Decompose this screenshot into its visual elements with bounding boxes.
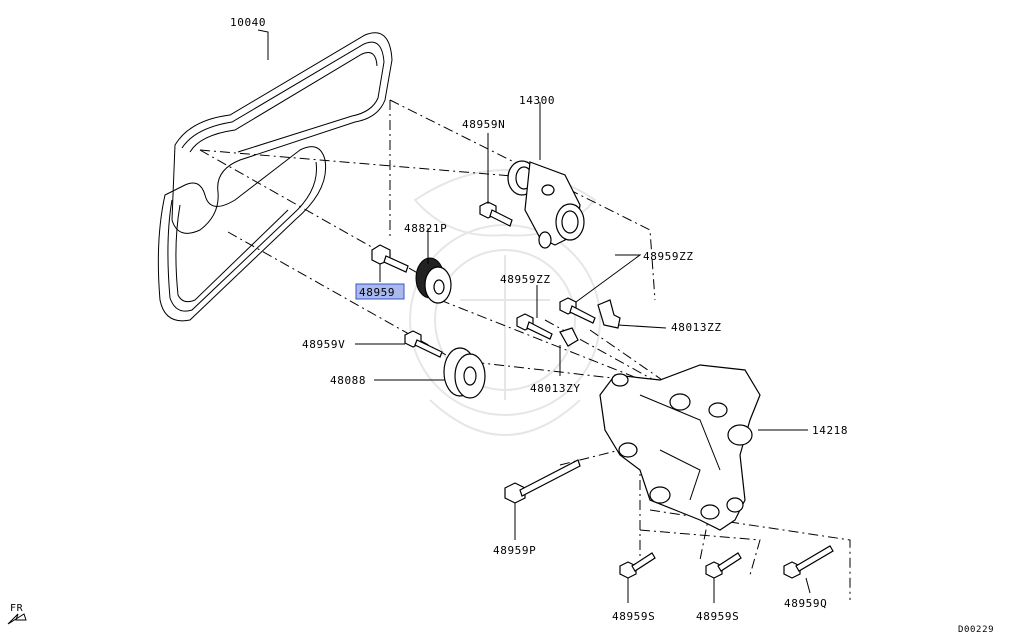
accessory-bracket bbox=[599, 364, 761, 531]
idler-bolt bbox=[371, 244, 409, 273]
label-idler-bolt-highlight[interactable]: 48959 bbox=[359, 286, 395, 299]
bolt-s-right bbox=[705, 552, 742, 579]
label-grooved-idler[interactable]: 48821P bbox=[404, 222, 447, 235]
label-bolt-q[interactable]: 48959Q bbox=[784, 597, 827, 610]
label-tensioner[interactable]: 14300 bbox=[519, 94, 555, 107]
bracket-clip-zz bbox=[597, 299, 621, 329]
serpentine-belt bbox=[157, 32, 393, 322]
smooth-idler-pulley bbox=[443, 347, 486, 399]
leader-lines bbox=[257, 29, 811, 603]
bolt-zz-lower bbox=[516, 313, 553, 340]
tensioner-bolt bbox=[479, 201, 513, 227]
label-bolt-zz-lower[interactable]: 48959ZZ bbox=[500, 273, 551, 286]
label-tensioner-bolt[interactable]: 48959N bbox=[462, 118, 505, 131]
label-bolt-zz-upper[interactable]: 48959ZZ bbox=[643, 250, 694, 263]
front-arrow-icon bbox=[7, 613, 27, 625]
bolt-zz-upper bbox=[559, 297, 596, 324]
label-main-bracket[interactable]: 14218 bbox=[812, 424, 848, 437]
bolt-s-left bbox=[619, 552, 656, 579]
belt-tensioner bbox=[507, 160, 585, 249]
label-bolt-v[interactable]: 48959V bbox=[302, 338, 345, 351]
label-bolt-p[interactable]: 48959P bbox=[493, 544, 536, 557]
bracket-clip-zy bbox=[559, 327, 579, 347]
diagram-code: D00229 bbox=[958, 625, 994, 635]
highlighted-callout-box bbox=[355, 283, 405, 300]
label-bracket-zz[interactable]: 48013ZZ bbox=[671, 321, 722, 334]
label-bracket-zy[interactable]: 48013ZY bbox=[530, 382, 581, 395]
bolt-v bbox=[404, 330, 443, 358]
label-smooth-idler[interactable]: 48088 bbox=[330, 374, 366, 387]
label-belt[interactable]: 10040 bbox=[230, 16, 266, 29]
front-direction-indicator: FR bbox=[7, 603, 27, 625]
label-bolt-s-left[interactable]: 48959S bbox=[612, 610, 655, 623]
label-bolt-s-right[interactable]: 48959S bbox=[696, 610, 739, 623]
grooved-idler-pulley bbox=[415, 257, 452, 304]
bolt-q bbox=[783, 545, 834, 579]
front-indicator-label: FR bbox=[10, 603, 24, 614]
long-bolt-p bbox=[504, 459, 581, 504]
